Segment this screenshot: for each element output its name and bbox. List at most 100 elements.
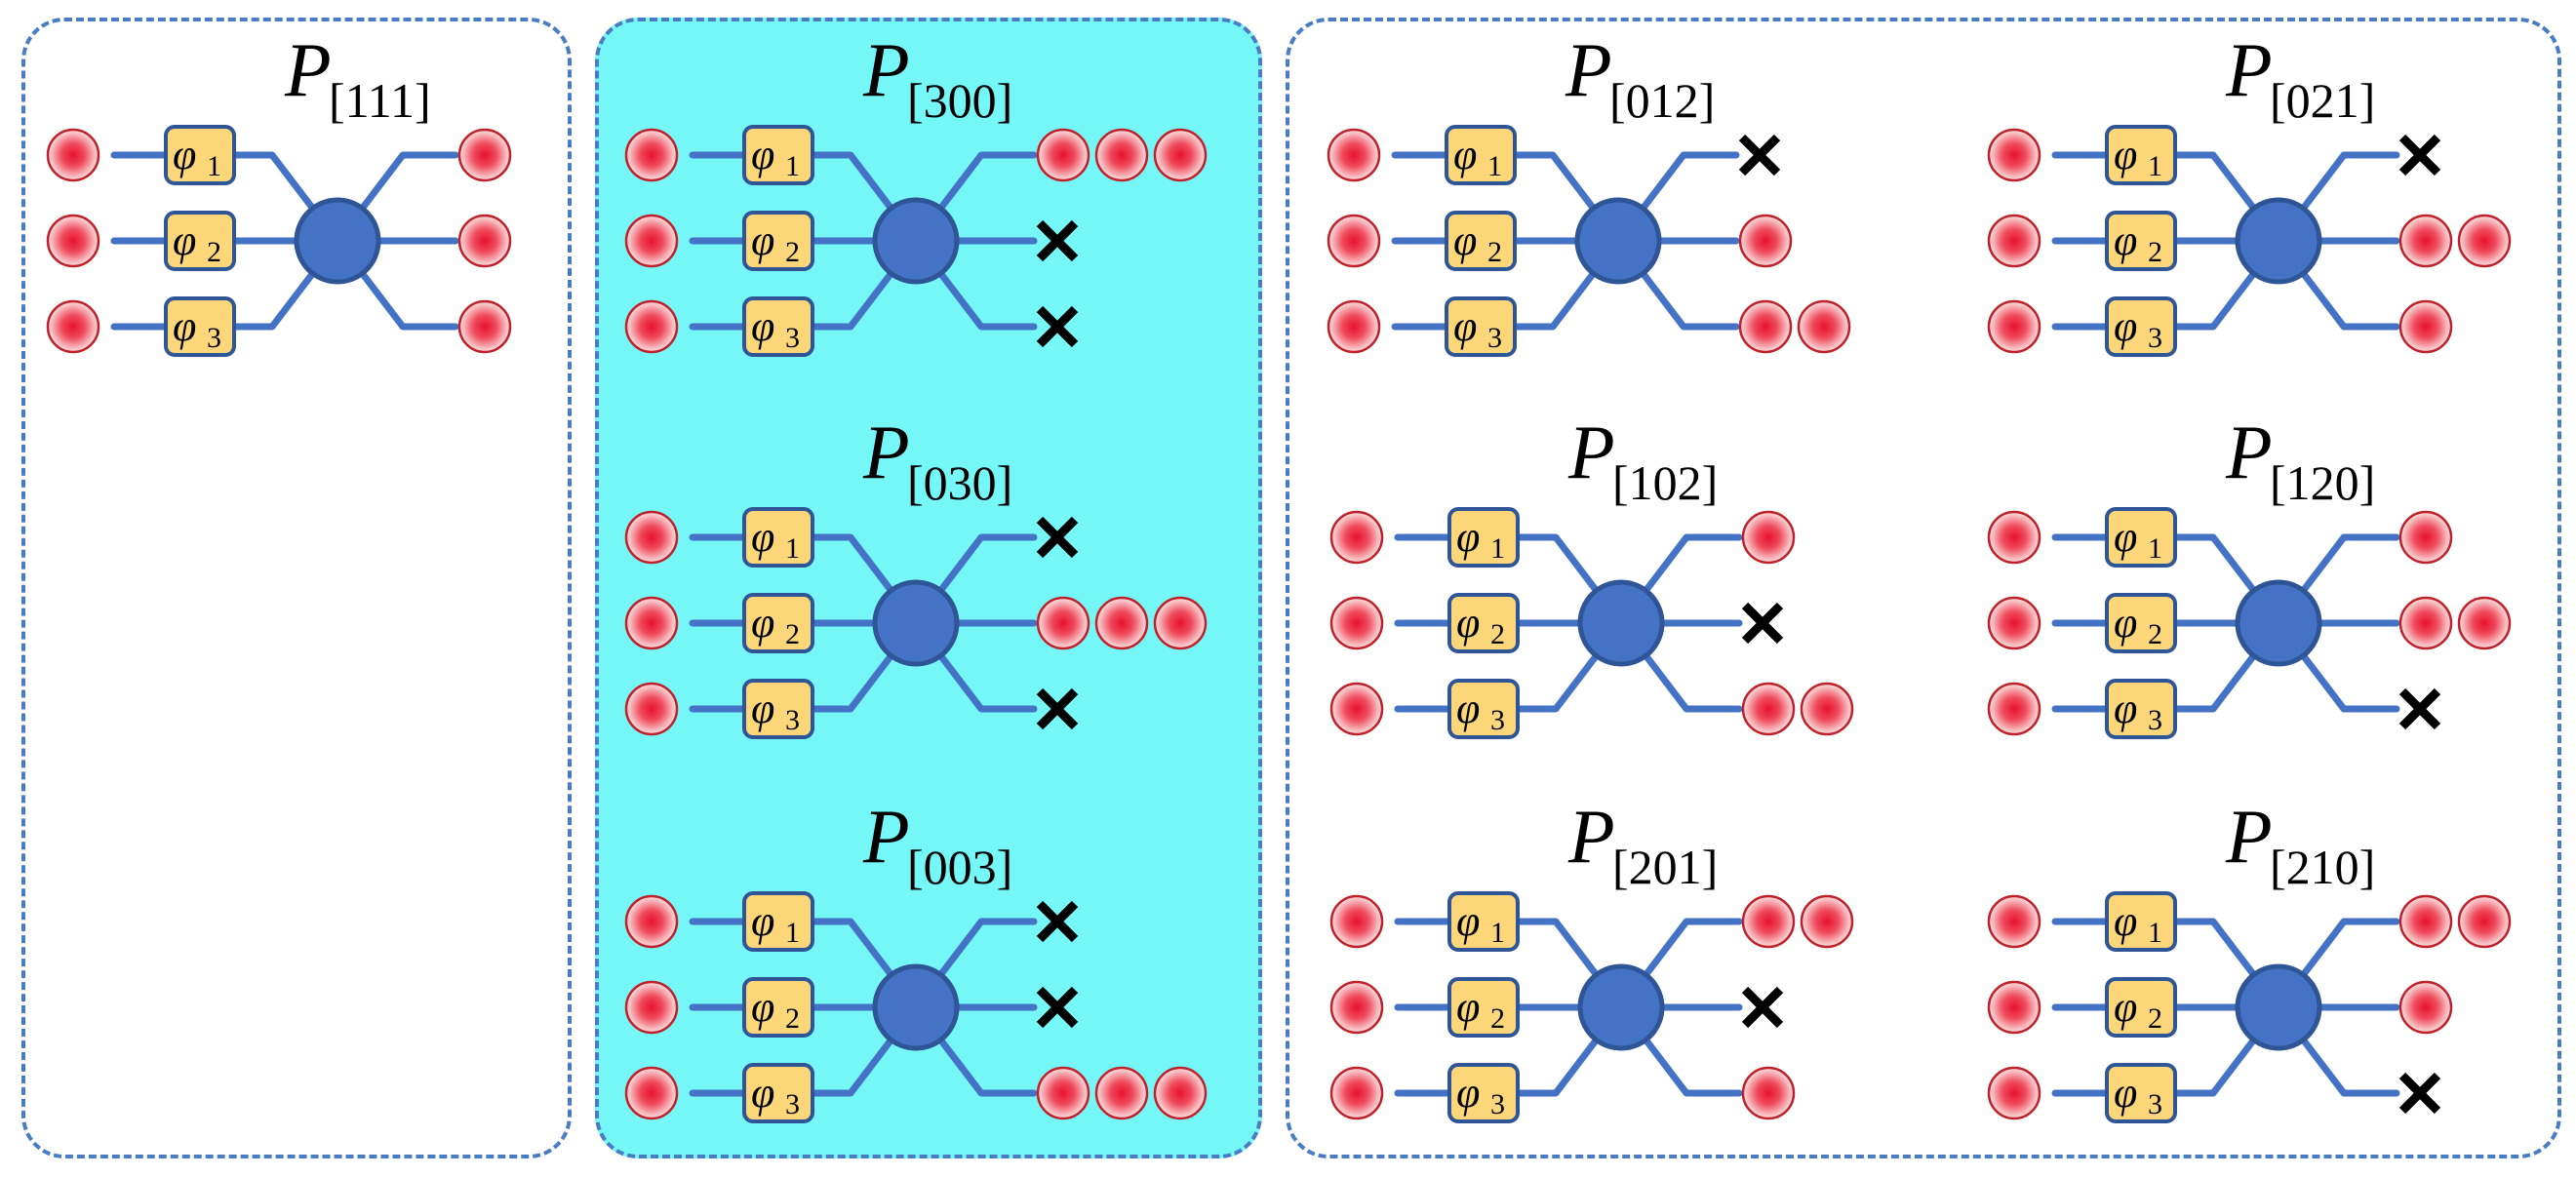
phase-label: φ — [173, 216, 196, 264]
coupler-node — [2235, 579, 2322, 667]
photon — [1153, 128, 1208, 182]
phase-label: φ — [751, 599, 774, 647]
photon — [2457, 214, 2512, 268]
phase-box — [2105, 507, 2177, 568]
photon — [2398, 894, 2453, 949]
panel-right — [1286, 18, 2561, 1158]
coupler-node — [1574, 197, 1662, 285]
phase-index: 1 — [1487, 150, 1502, 182]
photon — [457, 299, 512, 354]
circuit-subscript: [030] — [907, 455, 1012, 510]
photon — [2457, 894, 2512, 949]
circuit-title: P — [862, 794, 910, 879]
photon — [46, 299, 100, 354]
cross-mark-icon — [1036, 305, 1079, 348]
photon — [1094, 596, 1149, 650]
cross-mark-icon — [1738, 134, 1781, 177]
circuit-subscript: [102] — [1612, 455, 1718, 510]
photon — [1329, 510, 1384, 565]
phase-label: φ — [1456, 513, 1480, 561]
phase-label: φ — [2114, 983, 2137, 1031]
phase-index: 1 — [785, 532, 800, 565]
circuit-title: P — [1567, 410, 1615, 494]
phase-index: 2 — [2148, 236, 2162, 268]
phase-label: φ — [751, 897, 774, 945]
photon — [2398, 980, 2453, 1035]
photon — [2398, 214, 2453, 268]
phase-label: φ — [1456, 599, 1480, 647]
circuit-subscript: [012] — [1609, 73, 1715, 128]
photon — [624, 596, 679, 650]
cross-stroke-b — [1741, 986, 1784, 1029]
photon — [1987, 214, 2041, 268]
phase-label: φ — [1456, 1069, 1480, 1117]
cross-mark-icon — [2398, 1072, 2441, 1115]
cross-mark-icon — [1036, 900, 1079, 943]
coupler-node — [2235, 963, 2322, 1051]
phase-label: φ — [751, 302, 774, 350]
photon — [1987, 682, 2041, 736]
phase-index: 2 — [785, 618, 800, 650]
phase-box — [1447, 507, 1520, 568]
phase-box — [2105, 125, 2177, 185]
photon — [624, 510, 679, 565]
phase-label: φ — [1456, 897, 1480, 945]
phase-label: φ — [2114, 513, 2137, 561]
phase-box — [742, 977, 814, 1038]
photon — [1329, 894, 1384, 949]
phase-label: φ — [2114, 685, 2137, 732]
photon — [624, 299, 679, 354]
phase-box — [742, 1063, 814, 1123]
phase-box — [1447, 679, 1520, 739]
circuit-subscript: [003] — [907, 840, 1012, 894]
photon — [1987, 510, 2041, 565]
phase-box — [742, 211, 814, 271]
coupler-node — [294, 197, 381, 285]
photon — [2398, 299, 2453, 354]
phase-label: φ — [1453, 131, 1477, 178]
photon — [1741, 1066, 1796, 1120]
photon — [1738, 214, 1793, 268]
photon — [1741, 682, 1796, 736]
circuit-title: P — [862, 410, 910, 494]
phase-box — [164, 211, 236, 271]
photon — [1797, 299, 1851, 354]
phase-box — [1447, 1063, 1520, 1123]
phase-box — [2105, 977, 2177, 1038]
circuit-title: P — [1567, 794, 1615, 879]
coupler-node — [872, 579, 960, 667]
photon — [1327, 214, 1381, 268]
cross-stroke-b — [2398, 1072, 2441, 1115]
phase-index: 3 — [785, 322, 800, 354]
circuit-subscript: [201] — [1612, 840, 1718, 894]
cross-mark-icon — [2398, 134, 2441, 177]
phase-label: φ — [2114, 897, 2137, 945]
panel-left — [21, 18, 572, 1158]
cross-mark-icon — [1741, 602, 1784, 645]
photon — [624, 214, 679, 268]
phase-label: φ — [751, 131, 774, 178]
photon — [1987, 980, 2041, 1035]
phase-label: φ — [1453, 216, 1477, 264]
photon — [1329, 596, 1384, 650]
phase-index: 3 — [2148, 704, 2162, 736]
